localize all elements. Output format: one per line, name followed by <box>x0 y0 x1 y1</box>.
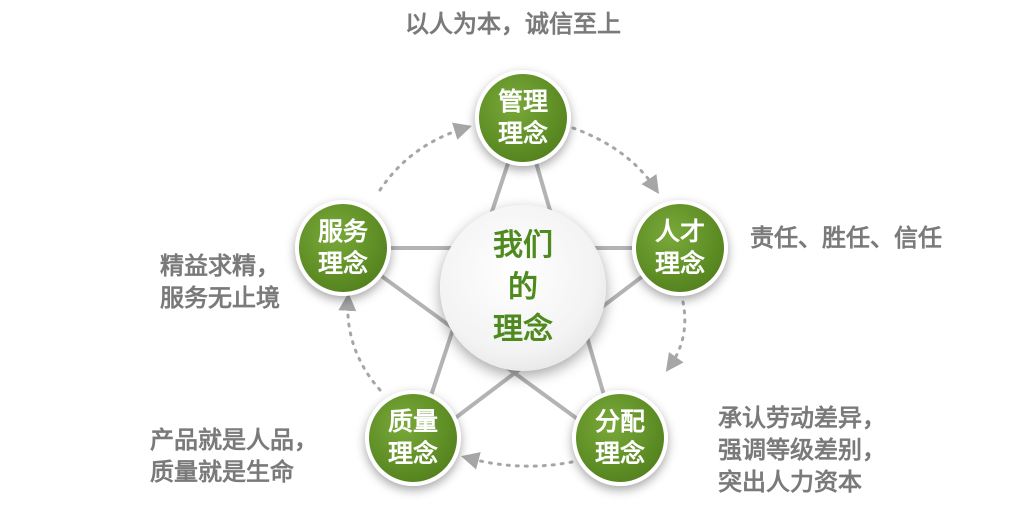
center-concept: 我们 的 理念 <box>440 205 606 371</box>
node-service: 服务 理念 <box>295 200 391 296</box>
cycle-arrow <box>338 292 382 392</box>
talent-label: 责任、胜任、信任 <box>750 224 942 252</box>
service-label: 精益求精， 服务无止境 <box>160 252 280 312</box>
node-quality: 质量 理念 <box>365 390 461 486</box>
quality-label: 产品就是人品， 质量就是生命 <box>150 426 318 486</box>
node-management: 管理 理念 <box>475 70 571 166</box>
cycle-arrow <box>461 452 574 470</box>
node-distribution: 分配 理念 <box>572 390 668 486</box>
distribution-label: 承认劳动差异， 强调等级差别， 突出人力资本 <box>718 404 886 496</box>
cycle-arrow <box>571 126 660 194</box>
node-talent: 人才 理念 <box>632 200 728 296</box>
cycle-arrow <box>665 300 687 372</box>
top-motto: 以人为本，诚信至上 <box>405 10 621 38</box>
cycle-arrow <box>378 122 472 192</box>
